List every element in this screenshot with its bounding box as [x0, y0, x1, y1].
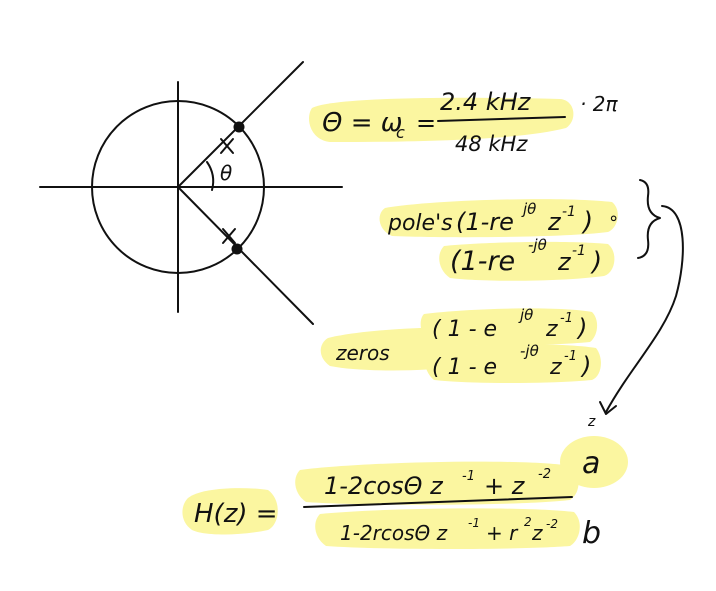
poles-line1-z-exponent: -1 [562, 204, 576, 220]
label-b: b [582, 516, 601, 551]
poles-arrow-head [599, 401, 617, 415]
transfer-numerator-exponent-2: -2 [538, 467, 551, 482]
zeros-line2-exponent: -jθ [520, 342, 539, 360]
poles-block: pole's (1-re jθ z -1 ) ∘ (1-re -jθ z -1 … [379, 179, 684, 430]
poles-highlight-1 [379, 199, 618, 238]
transfer-lhs-highlight [182, 488, 278, 535]
theta-fraction-bar [437, 116, 566, 122]
zero-marker-upper [233, 121, 245, 133]
label-a: a [582, 446, 600, 481]
poles-line1: (1-re [456, 208, 514, 236]
transfer-denominator: 1-2rcosΘ z [340, 521, 448, 545]
theta-equation: Θ = ω c = 2.4 kHz · 2π 48 kHz [309, 88, 618, 156]
poles-line2-z-exponent: -1 [572, 243, 586, 259]
pole-zero-diagram: θ [39, 61, 343, 325]
transfer-numerator-tail: + z [484, 472, 526, 500]
transfer-function: H(z) = 1-2cosΘ z -1 + z -2 1-2rcosΘ z -1… [182, 436, 628, 551]
poles-line1-close: ) [581, 207, 593, 237]
pole-marker-lower [222, 228, 236, 244]
transfer-denominator-exponent-2: 2 [524, 515, 532, 529]
zeros-line2-z: z [549, 355, 562, 380]
zeros-line1-close: ) [576, 314, 587, 342]
zeros-highlight-2 [424, 344, 601, 383]
lower-angle-ray [177, 186, 314, 325]
poles-label: pole's [387, 211, 453, 236]
zeros-line1-exponent: jθ [518, 306, 533, 324]
transfer-denominator-exponent-1: -1 [468, 516, 480, 530]
theta-highlight [309, 97, 574, 142]
poles-dot: ∘ [608, 208, 619, 229]
poles-line2: (1-re [450, 246, 515, 277]
theta-denominator: 48 kHz [455, 132, 528, 156]
transfer-denominator-highlight [315, 508, 580, 549]
angle-label: θ [220, 161, 232, 185]
poles-brace [637, 179, 661, 259]
poles-line2-z: z [557, 248, 572, 276]
zeros-line2-close: ) [580, 352, 591, 380]
poles-line2-exponent: -jθ [528, 236, 547, 254]
transfer-denominator-tail-2: z [531, 521, 543, 545]
transfer-fraction-bar [303, 496, 573, 508]
theta-times: · 2π [580, 92, 618, 116]
zeros-line1: ( 1 - e [432, 317, 497, 342]
angle-arc [206, 161, 215, 191]
pole-marker-upper [220, 138, 234, 154]
zeros-label: zeros [335, 341, 390, 365]
zero-marker-lower [231, 243, 243, 255]
zeros-line2-z-exponent: -1 [564, 349, 577, 364]
zeros-line1-z-exponent: -1 [560, 311, 573, 326]
theta-numerator: 2.4 kHz [440, 88, 532, 116]
arrow-z-label: z [587, 414, 596, 430]
poles-line1-z: z [547, 208, 562, 236]
zeros-line1-z: z [545, 317, 558, 342]
transfer-lhs: H(z) = [194, 499, 278, 529]
theta-lhs: Θ = ω [322, 108, 403, 138]
poles-line2-close: ) [590, 247, 602, 277]
label-a-highlight [560, 436, 628, 488]
transfer-denominator-tail: + r [486, 521, 519, 545]
transfer-numerator-highlight [295, 461, 579, 505]
zeros-block: zeros ( 1 - e jθ z -1 ) ( 1 - e -jθ z -1… [320, 306, 601, 383]
zeros-line2: ( 1 - e [432, 355, 497, 380]
poles-highlight-2 [439, 241, 615, 281]
zeros-highlight-1 [420, 308, 598, 346]
poles-arrow [605, 205, 684, 413]
transfer-numerator: 1-2cosΘ z [324, 472, 444, 500]
poles-line1-exponent: jθ [521, 200, 536, 218]
transfer-numerator-exponent-1: -1 [462, 469, 475, 484]
theta-equals: = [416, 109, 436, 137]
theta-omega-subscript: c [396, 123, 405, 142]
transfer-denominator-exponent-3: -2 [546, 517, 558, 531]
